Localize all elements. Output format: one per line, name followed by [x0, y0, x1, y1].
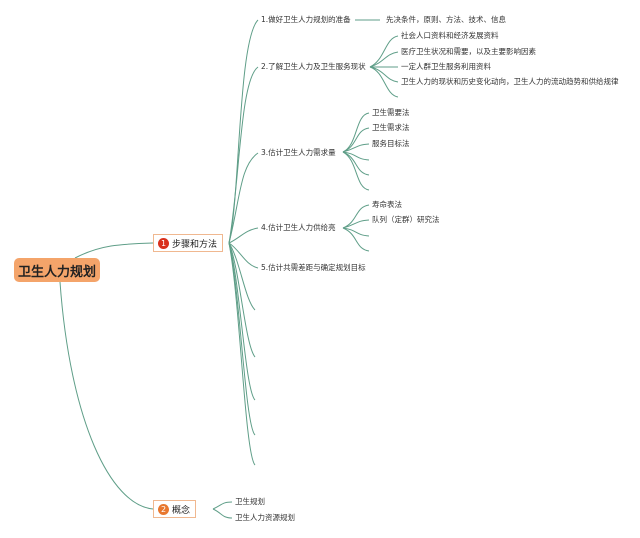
leaf-node[interactable]: 卫生人力资源规划	[235, 513, 295, 522]
number-badge: 1	[158, 237, 169, 249]
branch-label: 步骤和方法	[172, 239, 218, 250]
leaf-node[interactable]: 卫生规划	[235, 497, 265, 506]
step-node[interactable]: 3.估计卫生人力需求量	[261, 148, 336, 157]
root-node[interactable]: 卫生人力规划	[14, 258, 100, 282]
step-node[interactable]: 5.估计共需差距与确定规划目标	[261, 263, 366, 272]
branch-node-concept[interactable]: 2 概念	[153, 500, 197, 518]
leaf-node[interactable]: 社会人口资料和经济发展资料	[401, 31, 499, 40]
leaf-node[interactable]: 卫生需求法	[372, 123, 410, 132]
leaf-node[interactable]: 服务目标法	[372, 139, 410, 148]
leaf-node[interactable]: 先决条件，原则、方法、技术、信息	[386, 15, 506, 24]
leaf-node[interactable]: 卫生人力的现状和历史变化动向，卫生人力的流动趋势和供给规律	[401, 77, 619, 86]
leaf-node[interactable]: 卫生需要法	[372, 108, 410, 117]
number-badge: 2	[158, 503, 169, 515]
leaf-node[interactable]: 队列（定群）研究法	[372, 215, 440, 224]
branch-label: 概念	[172, 505, 191, 516]
leaf-node[interactable]: 一定人群卫生服务利用资料	[401, 62, 491, 71]
step-node[interactable]: 4.估计卫生人力供给亮	[261, 223, 336, 232]
leaf-node[interactable]: 寿命表法	[372, 200, 402, 209]
step-node[interactable]: 1.做好卫生人力规划的准备	[261, 15, 351, 24]
branch-node-steps[interactable]: 1 步骤和方法	[153, 234, 224, 252]
leaf-node[interactable]: 医疗卫生状况和需要，以及主要影响因素	[401, 47, 536, 56]
step-node[interactable]: 2.了解卫生人力及卫生服务现状	[261, 62, 366, 71]
